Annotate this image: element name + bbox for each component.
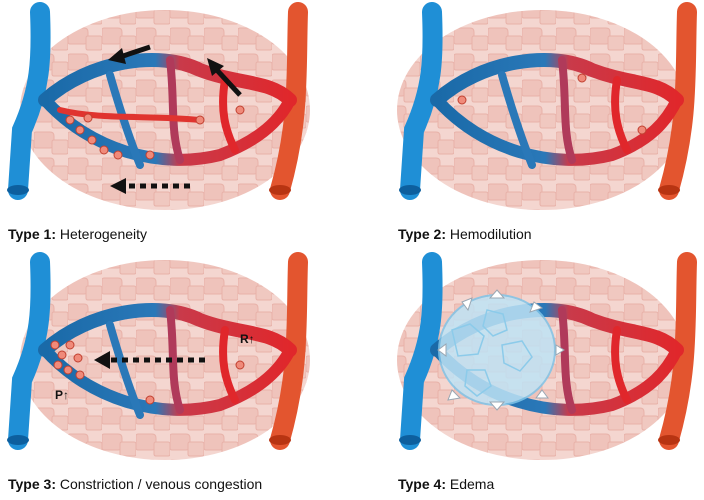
red-blood-cells xyxy=(65,105,245,160)
tissue-background xyxy=(20,10,310,210)
sparse-red-blood-cells xyxy=(457,73,647,135)
arteriole-opening xyxy=(658,185,680,195)
arteriole-opening xyxy=(658,435,680,445)
venule-opening xyxy=(7,185,29,195)
panel-type-2: Type 2: Hemodilution xyxy=(352,0,704,250)
type-description: Hemodilution xyxy=(449,226,532,242)
microcirculation-illustration xyxy=(397,252,697,460)
congested-red-blood-cells xyxy=(50,340,245,405)
panel-type-4: Type 4: Edema xyxy=(352,250,704,500)
venule-opening xyxy=(399,435,421,445)
flow-arrow-dashed xyxy=(110,178,190,194)
microcirculation-illustration xyxy=(7,2,310,210)
venule xyxy=(8,2,51,200)
flow-arrow-dashed xyxy=(94,351,205,369)
arteriole xyxy=(659,2,697,200)
edema-arrows xyxy=(437,289,565,411)
type-label: Type 1: xyxy=(8,226,56,242)
capillary-network xyxy=(430,53,684,169)
flow-arrow-upper-left xyxy=(108,44,151,64)
panel-caption: Type 4: Edema xyxy=(398,476,494,492)
capillary-network xyxy=(38,303,297,419)
panel-caption: Type 3: Constriction / venous congestion xyxy=(8,476,262,492)
panel-type-1: Type 1: Heterogeneity xyxy=(0,0,352,250)
venule xyxy=(8,252,51,450)
tissue-background xyxy=(20,260,310,460)
panel-type-3: P↑ R↑ Type 3: Constriction / venous cong… xyxy=(0,250,352,500)
type-label: Type 2: xyxy=(398,226,446,242)
arteriole-opening xyxy=(269,185,291,195)
venule xyxy=(400,252,443,450)
pressure-marker: P↑ xyxy=(55,388,70,402)
type-label: Type 4: xyxy=(398,476,446,492)
edema-region xyxy=(438,294,556,406)
microcirculation-illustration xyxy=(7,252,310,460)
resistance-marker: R↑ xyxy=(240,332,255,346)
venule-opening xyxy=(7,435,29,445)
type-description: Heterogeneity xyxy=(59,226,148,242)
arteriole-opening xyxy=(269,435,291,445)
type-label: Type 3: xyxy=(8,476,56,492)
panel-caption: Type 2: Hemodilution xyxy=(398,226,532,242)
venule xyxy=(400,2,443,200)
type-description: Constriction / venous congestion xyxy=(59,476,263,492)
type-description: Edema xyxy=(449,476,495,492)
panel-caption: Type 1: Heterogeneity xyxy=(8,226,147,242)
arteriole xyxy=(659,252,697,450)
flow-arrow-upper-right xyxy=(207,58,242,97)
venule-opening xyxy=(399,185,421,195)
microcirculation-illustration xyxy=(397,2,697,210)
